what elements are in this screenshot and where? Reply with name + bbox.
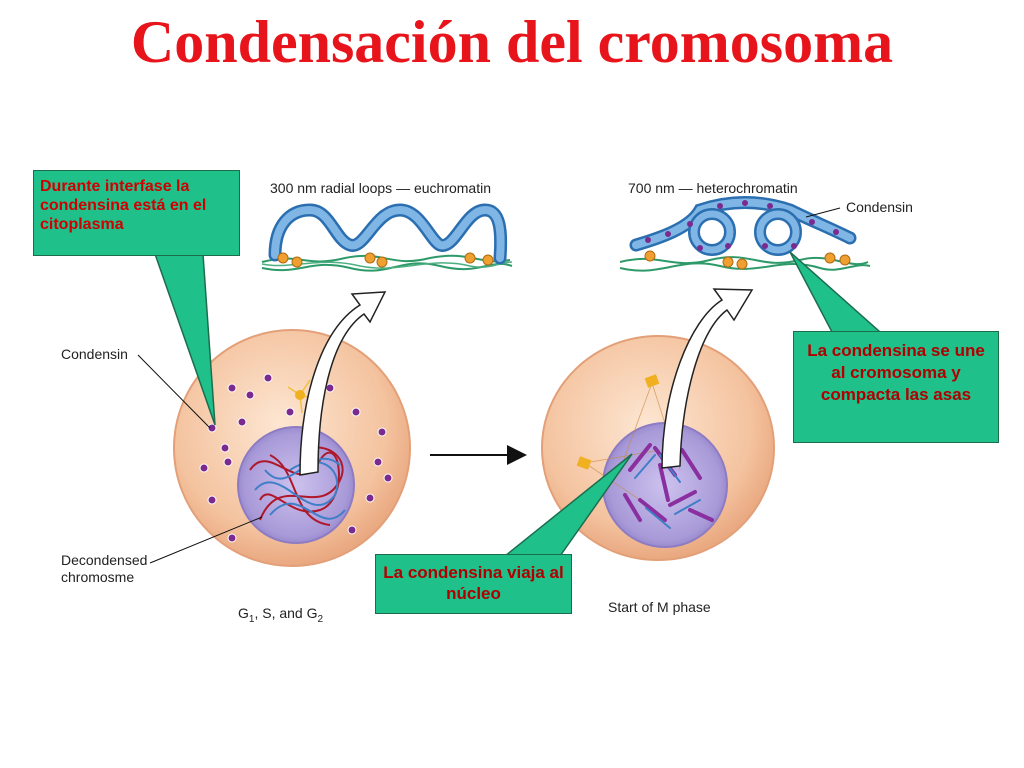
m-phase-cell [541, 335, 775, 561]
label-euchromatin: 300 nm radial loops — euchromatin [270, 180, 492, 196]
label-phase-left: G1, S, and G2 [238, 605, 324, 625]
label-decondensed-chromosome: Decondensed chromosme [61, 552, 148, 585]
page-title: Condensación del cromosoma [130, 9, 894, 75]
callout-pointer-binds [789, 251, 882, 333]
label-condensin-left: Condensin [61, 346, 128, 362]
callout-travels-nucleus: La condensina viaja al núcleo [375, 554, 572, 614]
zoom-arrow-right [661, 288, 754, 469]
interphase-cell [173, 329, 411, 567]
zoom-arrow-left [299, 291, 387, 476]
label-condensin-right: Condensin [846, 199, 913, 215]
label-heterochromatin: 700 nm — heterochromatin [628, 180, 798, 196]
callout-interphase: Durante interfase la condensina está en … [33, 170, 240, 256]
euchromatin-illustration [261, 203, 513, 272]
callout-binds-chromosome: La condensina se une al cromosoma y comp… [793, 331, 999, 443]
heterochromatin-illustration [619, 196, 871, 272]
label-phase-right: Start of M phase [608, 599, 711, 615]
